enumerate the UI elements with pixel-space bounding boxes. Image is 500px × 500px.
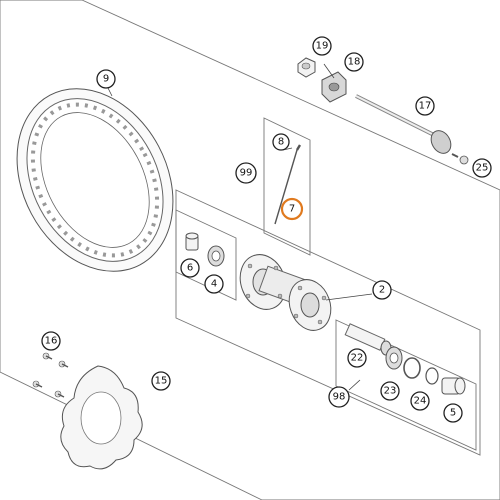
callout-2-label: 2 bbox=[379, 285, 385, 296]
callout-5[interactable]: 5 bbox=[443, 403, 463, 423]
hub-assembly-frame bbox=[175, 189, 481, 456]
callout-99[interactable]: 99 bbox=[235, 162, 257, 184]
callout-4[interactable]: 4 bbox=[204, 274, 224, 294]
callout-5-label: 5 bbox=[450, 408, 456, 419]
callout-7-label: 7 bbox=[289, 204, 295, 215]
bearing-group-frame bbox=[175, 209, 237, 301]
callout-25[interactable]: 25 bbox=[472, 158, 492, 178]
callout-9-label: 9 bbox=[103, 74, 109, 85]
callout-17[interactable]: 17 bbox=[415, 96, 435, 116]
callout-23[interactable]: 23 bbox=[380, 381, 400, 401]
rim-illustration bbox=[16, 88, 174, 272]
callout-18[interactable]: 18 bbox=[344, 52, 364, 72]
callout-19[interactable]: 19 bbox=[312, 36, 332, 56]
spoke-illustration bbox=[274, 144, 302, 225]
spacer-illustration bbox=[185, 232, 199, 251]
callout-19-label: 19 bbox=[316, 41, 329, 52]
bearing-23-illustration bbox=[385, 346, 403, 370]
callout-22-label: 22 bbox=[351, 353, 364, 364]
callout-8-label: 8 bbox=[278, 137, 284, 148]
bearing-illustration bbox=[207, 245, 225, 267]
bushing-illustration bbox=[441, 377, 466, 395]
callout-18-label: 18 bbox=[348, 57, 361, 68]
snap-ring-illustration bbox=[425, 367, 439, 385]
sleeve-group-frame bbox=[335, 319, 477, 451]
spoke-group-frame bbox=[263, 117, 311, 256]
callout-24-label: 24 bbox=[414, 396, 427, 407]
callout-15[interactable]: 15 bbox=[151, 371, 171, 391]
callout-98[interactable]: 98 bbox=[328, 386, 350, 408]
callout-98-label: 98 bbox=[333, 392, 346, 403]
callout-6-label: 6 bbox=[187, 263, 193, 274]
axle-illustration bbox=[355, 94, 452, 154]
callout-9[interactable]: 9 bbox=[96, 69, 116, 89]
callout-24[interactable]: 24 bbox=[410, 391, 430, 411]
adjuster-block-illustration bbox=[321, 71, 347, 103]
callout-22[interactable]: 22 bbox=[347, 348, 367, 368]
callout-16[interactable]: 16 bbox=[41, 331, 61, 351]
callout-16-label: 16 bbox=[45, 336, 58, 347]
nut-illustration bbox=[297, 57, 316, 78]
wheel-hub-illustration bbox=[239, 254, 332, 331]
callout-4-label: 4 bbox=[211, 279, 217, 290]
callout-23-label: 23 bbox=[384, 386, 397, 397]
callout-15-label: 15 bbox=[155, 376, 168, 387]
callout-99-label: 99 bbox=[240, 168, 253, 179]
callout-17-label: 17 bbox=[419, 101, 432, 112]
callout-8[interactable]: 8 bbox=[272, 133, 290, 151]
brake-disc-illustration bbox=[60, 365, 143, 470]
screw-illustration bbox=[451, 153, 469, 165]
seal-ring-illustration bbox=[403, 357, 421, 379]
callout-2[interactable]: 2 bbox=[372, 280, 392, 300]
leader-lines bbox=[107, 63, 373, 391]
callout-7-highlighted[interactable]: 7 bbox=[280, 197, 304, 221]
disc-screws-illustration bbox=[32, 352, 69, 398]
callout-25-label: 25 bbox=[476, 163, 489, 174]
callout-6[interactable]: 6 bbox=[180, 258, 200, 278]
